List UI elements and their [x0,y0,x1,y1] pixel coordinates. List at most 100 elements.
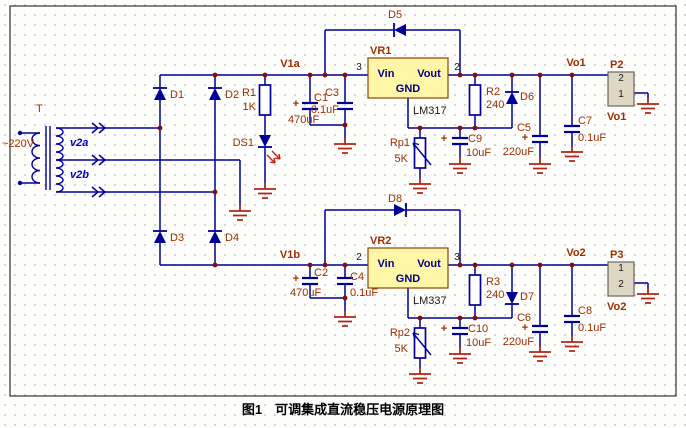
potentiometer-rp2 [413,327,427,359]
resistor-r1 [258,84,272,116]
ground-icon [408,177,432,194]
value-c7: 0.1uF [578,132,606,144]
label-c3: C3 [325,87,339,99]
value-c6: 220uF [503,336,534,348]
p3-pin-bottom: 2 [618,279,624,290]
regulator-vr2-body [367,247,449,289]
ground-icon [560,145,584,162]
polarity-plus-c6: + [522,322,528,334]
p2-pin-bottom: 1 [618,89,624,100]
label-d5: D5 [388,9,402,21]
net-label-v1a: V1a [280,58,300,70]
secondary-winding [55,127,64,193]
ground-icon [408,367,432,384]
label-d8: D8 [388,193,402,205]
value-r1: 1K [243,101,257,113]
capacitor-c10 [450,326,470,336]
vr1-pin-vout: Vout [417,68,441,80]
resistor-r3 [468,274,482,306]
part-number-lm317: LM317 [413,105,447,117]
value-rp1: 5K [395,153,409,165]
ground-icon [636,97,660,114]
label-winding-v2a: v2a [70,137,88,149]
label-c2: C2 [314,267,328,279]
value-c8: 0.1uF [578,322,606,334]
net-label-vo2: Vo2 [566,247,585,259]
ground-icon [636,287,660,304]
label-vr1: VR1 [370,45,391,57]
ground-icon [448,347,472,364]
label-c8: C8 [578,305,592,317]
label-ds1: DS1 [233,137,254,149]
polarity-plus-c5: + [522,132,528,144]
rp1-wiper-arrow-icon [412,142,432,166]
vr2-pin-vout: Vout [417,258,441,270]
label-r2: R2 [486,86,500,98]
value-c2: 470uF [290,287,321,299]
net-label-vo1: Vo1 [566,57,585,69]
capacitor-c5 [530,134,550,144]
value-rp2: 5K [395,343,409,355]
polarity-plus-c2: + [293,273,299,285]
ground-icon [333,137,357,154]
label-d2: D2 [225,89,239,101]
label-p3: P3 [610,249,623,261]
capacitor-c9 [450,136,470,146]
diode-d2 [207,87,223,101]
label-d7: D7 [520,291,534,303]
value-c4: 0.1uF [350,287,378,299]
polarity-plus-c9: + [441,133,447,145]
part-number-lm337: LM337 [413,295,447,307]
p2-net-label: Vo1 [607,111,626,123]
diode-d7 [504,291,520,305]
connector-p2-body [607,71,635,107]
label-r1: R1 [242,87,256,99]
vr1-pin-gnd: GND [396,83,421,95]
label-d3: D3 [170,232,184,244]
diode-d8 [393,202,407,218]
ground-icon [560,335,584,352]
p2-pin-top: 2 [618,73,624,84]
primary-winding [31,132,41,184]
diode-d3 [152,230,168,244]
value-c1: 470uF [288,114,319,126]
label-p2: P2 [610,59,623,71]
value-c9: 10uF [466,147,491,159]
value-c5: 220uF [503,146,534,158]
rp2-wiper-arrow-icon [412,332,432,356]
vr2-pin-number-in: 2 [356,252,362,263]
polarity-plus-c10: + [441,323,447,335]
p3-pin-top: 1 [618,263,624,274]
led-ds1 [257,134,273,148]
label-transformer: T [36,103,43,115]
net-label-v1b: V1b [280,249,300,261]
vr1-pin-number-in: 3 [356,62,362,73]
led-emission-arrows-icon [266,150,281,164]
regulator-vr1-body [367,57,449,99]
ground-icon [228,204,252,221]
label-rp2: Rp2 [390,327,410,339]
ground-icon [528,345,552,362]
label-c1: C1 [314,92,328,104]
label-c9: C9 [468,133,482,145]
polarity-plus-c1: + [293,98,299,110]
ground-icon [528,157,552,174]
diode-d4 [207,230,223,244]
resistor-r2 [468,84,482,116]
label-d4: D4 [225,232,239,244]
label-c5: C5 [517,122,531,134]
label-c7: C7 [578,115,592,127]
value-c10: 10uF [466,337,491,349]
capacitor-c3 [335,101,355,111]
label-rp1: Rp1 [390,137,410,149]
mains-terminal-top [17,130,23,136]
label-c6: C6 [517,312,531,324]
p3-net-label: Vo2 [607,301,626,313]
vr2-pin-number-out: 3 [454,252,460,263]
transformer [17,122,106,198]
figure-caption: 图1 可调集成直流稳压电源原理图 [242,402,444,417]
potentiometer-rp1 [413,137,427,169]
vr2-pin-gnd: GND [396,273,421,285]
value-r3: 240 [486,289,504,301]
